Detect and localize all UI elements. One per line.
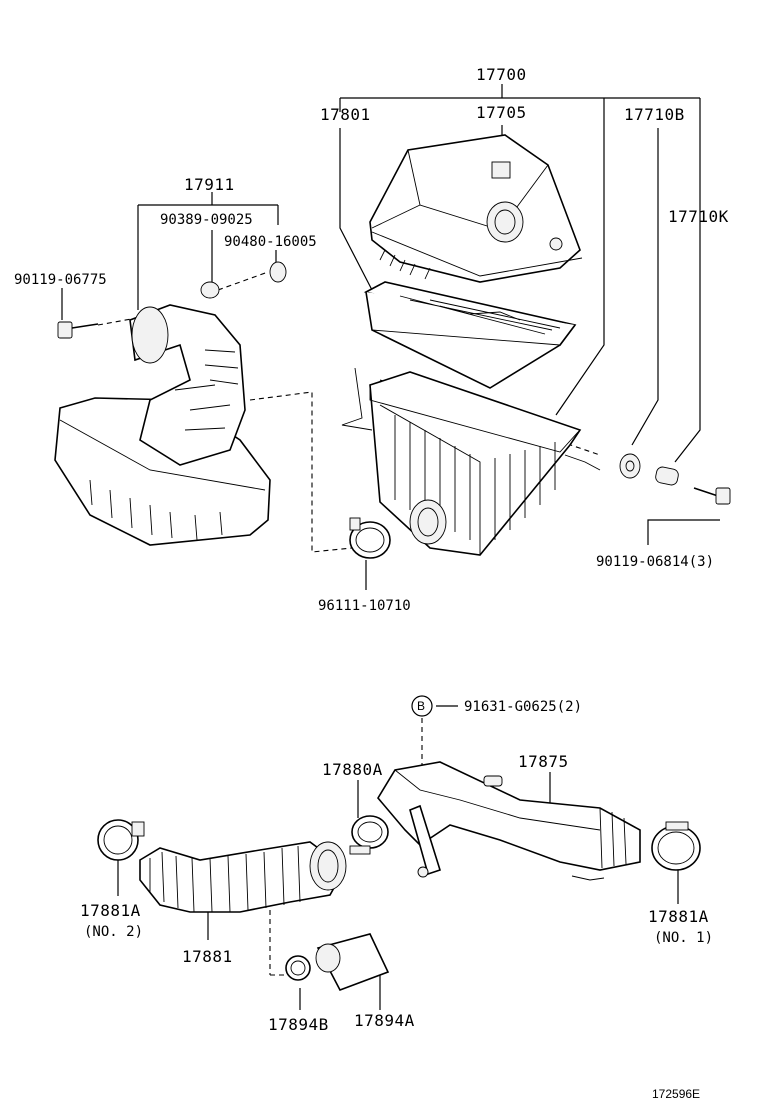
part-label-17881: 17881: [182, 947, 233, 966]
part-label-90389-09025: 90389-09025: [160, 212, 253, 228]
part-label-17911: 17911: [184, 175, 235, 194]
bolt-90119-06775: [57, 321, 99, 339]
bolt-90119-06814: [693, 487, 731, 505]
hose-clamp-96111: [349, 517, 391, 559]
part-label-90119-06814: 90119-06814(3): [596, 554, 714, 570]
air-filter-element: [363, 281, 577, 389]
air-cleaner-case: [341, 367, 601, 556]
part-label-17894b: 17894B: [268, 1015, 329, 1034]
air-cleaner-lid: [369, 134, 583, 283]
marker-b: B: [411, 695, 433, 717]
collar-17710k: [655, 466, 679, 486]
part-label-17894a: 17894A: [354, 1011, 415, 1030]
part-label-17875: 17875: [518, 752, 569, 771]
leader-lines-top: [61, 84, 720, 590]
part-label-17705: 17705: [476, 103, 527, 122]
clamp-17880a: [349, 815, 389, 855]
part-label-17710k: 17710K: [668, 207, 729, 226]
part-label-90119-06775: 90119-06775: [14, 272, 107, 288]
corrugated-hose-17881: [139, 841, 347, 913]
note-no1: (NO. 1): [654, 930, 713, 946]
cushion-90389: [200, 281, 220, 299]
intake-duct-17875: [377, 761, 641, 881]
sleeve-17894a: [315, 933, 390, 991]
diagram-id: 172596E: [652, 1087, 700, 1101]
part-label-17881a-no1: 17881A: [648, 907, 709, 926]
note-no2: (NO. 2): [84, 924, 143, 940]
part-label-90480-16005: 90480-16005: [224, 234, 317, 250]
grommet-90480: [269, 261, 287, 283]
clamp-17881a-no1: [651, 821, 701, 871]
part-label-17880a: 17880A: [322, 760, 383, 779]
clamp-17894b: [285, 955, 311, 981]
part-label-91631-g0625: 91631-G0625(2): [464, 699, 582, 715]
part-label-17881a-no2: 17881A: [80, 901, 141, 920]
grommet-17710b: [619, 453, 641, 479]
svg-text:B: B: [417, 699, 425, 713]
part-label-17700: 17700: [476, 65, 527, 84]
resonator-17911: [54, 304, 271, 546]
part-label-17710b: 17710B: [624, 105, 685, 124]
part-label-17801: 17801: [320, 105, 371, 124]
part-label-96111-10710: 96111-10710: [318, 598, 411, 614]
clamp-17881a-no2: [97, 819, 145, 861]
